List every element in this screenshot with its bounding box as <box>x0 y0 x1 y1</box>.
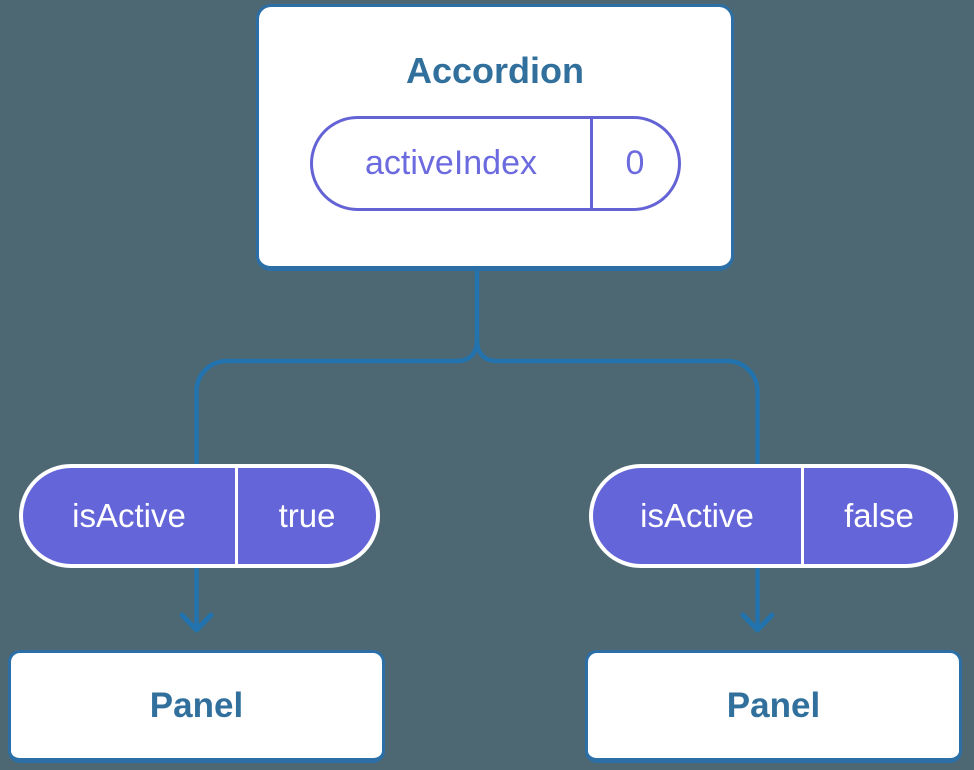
connector-right-branch <box>474 338 760 631</box>
pill-divider <box>589 119 593 209</box>
component-title: Panel <box>726 685 821 725</box>
panel-component-card-left: Panel <box>8 650 385 763</box>
panel-component-card-right: Panel <box>585 650 962 763</box>
accordion-component-card: Accordion activeIndex 0 <box>256 4 734 271</box>
pill-divider <box>235 468 238 564</box>
component-title: Panel <box>149 685 244 725</box>
prop-pill-isactive-true: isActive true <box>19 464 380 568</box>
pill-divider <box>801 468 804 564</box>
component-title: Accordion <box>405 50 584 91</box>
prop-value: false <box>844 497 914 534</box>
prop-name: isActive <box>640 497 754 534</box>
prop-name: isActive <box>72 497 186 534</box>
state-name: activeIndex <box>365 144 537 183</box>
arrow-down-icon <box>179 612 214 633</box>
connector-left-branch <box>194 265 480 631</box>
arrow-down-icon <box>740 612 775 633</box>
state-value: 0 <box>625 144 645 183</box>
prop-pill-isactive-false: isActive false <box>589 464 958 568</box>
prop-value: true <box>278 497 336 534</box>
state-pill: activeIndex 0 <box>309 116 681 212</box>
